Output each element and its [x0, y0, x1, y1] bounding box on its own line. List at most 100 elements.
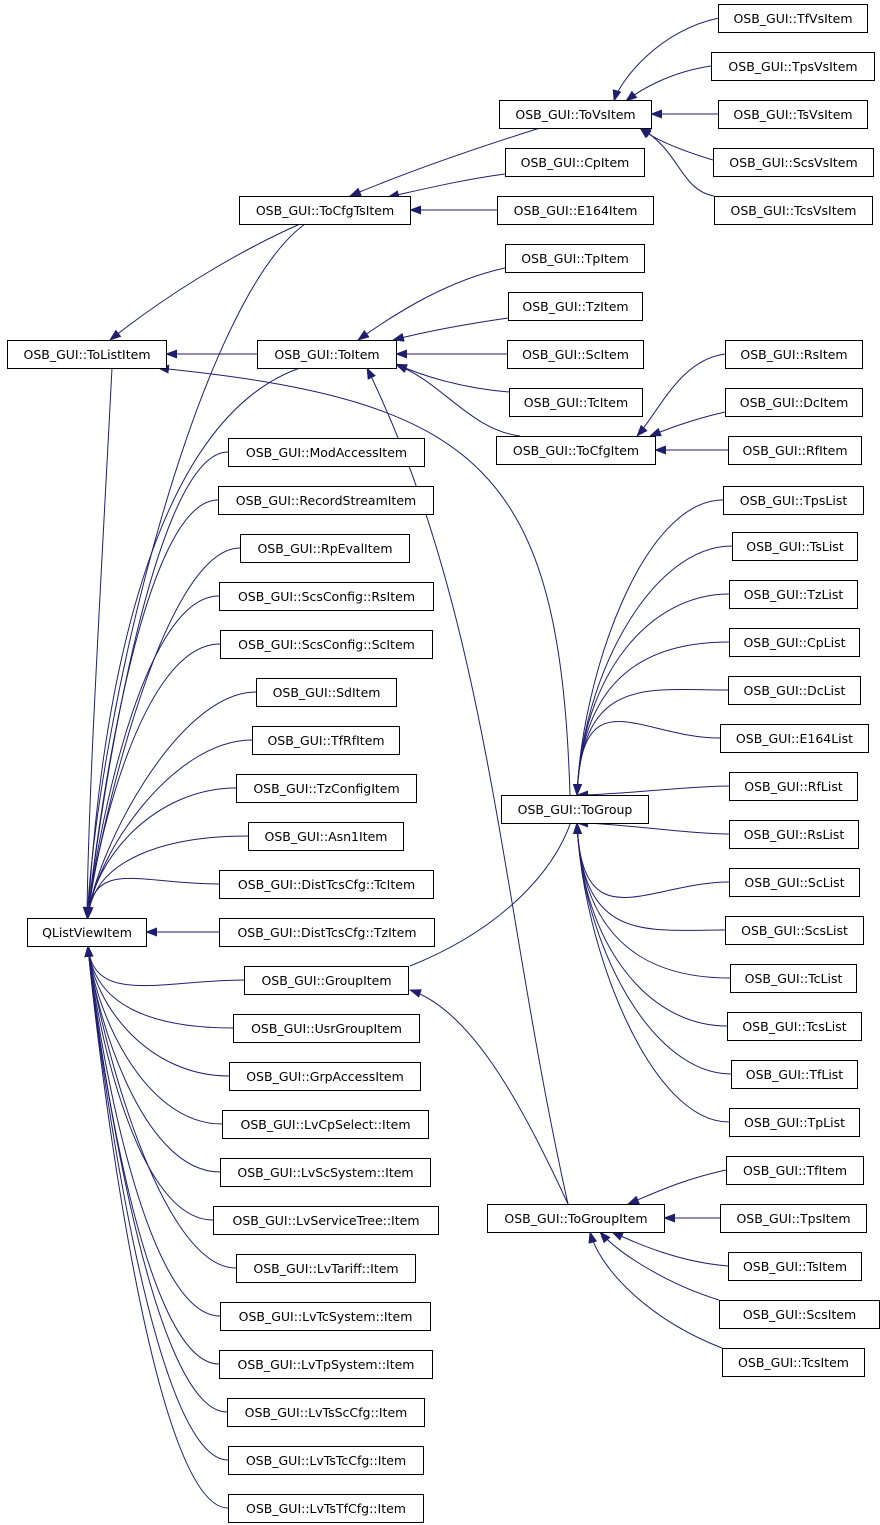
class-node[interactable]: OSB_GUI::DistTcsCfg::TcItem: [219, 870, 434, 899]
class-node-label: OSB_GUI::ScItem: [522, 347, 629, 362]
class-node-label: OSB_GUI::ScsVsItem: [729, 155, 857, 170]
class-node-box: [732, 532, 858, 561]
class-node[interactable]: OSB_GUI::ToCfgItem: [496, 436, 656, 465]
class-node[interactable]: OSB_GUI::RfList: [729, 772, 858, 801]
class-node[interactable]: OSB_GUI::ToGroupItem: [487, 1204, 665, 1233]
class-node-label: OSB_GUI::TzItem: [522, 299, 628, 314]
inheritance-edge: [639, 127, 714, 161]
class-node[interactable]: OSB_GUI::TfVsItem: [718, 4, 868, 33]
class-node[interactable]: OSB_GUI::TsList: [732, 532, 858, 561]
node-layer: OSB_GUI::TfVsItemOSB_GUI::TpsVsItemOSB_G…: [7, 4, 880, 1523]
class-node-box: [487, 1204, 665, 1233]
class-node[interactable]: OSB_GUI::Asn1Item: [248, 822, 404, 851]
class-node[interactable]: OSB_GUI::ToItem: [257, 340, 397, 369]
class-node[interactable]: OSB_GUI::LvTcSystem::Item: [220, 1302, 431, 1331]
inheritance-edge: [649, 411, 726, 437]
class-node[interactable]: OSB_GUI::TsVsItem: [718, 100, 868, 129]
class-node[interactable]: OSB_GUI::LvScSystem::Item: [220, 1158, 431, 1187]
class-node[interactable]: OSB_GUI::TsItem: [728, 1252, 862, 1281]
class-node-label: OSB_GUI::LvServiceTree::Item: [232, 1213, 419, 1228]
class-node-box: [714, 196, 873, 225]
class-node-box: [720, 724, 869, 753]
class-node[interactable]: OSB_GUI::ToListItem: [7, 340, 167, 369]
class-node[interactable]: OSB_GUI::DcItem: [725, 388, 863, 417]
class-node-label: OSB_GUI::TsList: [746, 539, 844, 554]
inheritance-edge: [572, 593, 730, 796]
class-node[interactable]: OSB_GUI::RsItem: [725, 340, 863, 369]
class-node[interactable]: OSB_GUI::LvTsTfCfg::Item: [228, 1494, 424, 1523]
class-node[interactable]: OSB_GUI::LvCpSelect::Item: [222, 1110, 429, 1139]
class-node-label: OSB_GUI::ToVsItem: [515, 107, 635, 122]
class-node[interactable]: OSB_GUI::LvServiceTree::Item: [213, 1206, 439, 1235]
class-node[interactable]: OSB_GUI::ModAccessItem: [228, 438, 425, 467]
class-node-box: [729, 820, 859, 849]
class-node-box: [729, 772, 858, 801]
class-node[interactable]: OSB_GUI::ScList: [729, 868, 860, 897]
class-node[interactable]: OSB_GUI::RsList: [729, 820, 859, 849]
class-node[interactable]: OSB_GUI::TcsVsItem: [714, 196, 873, 225]
class-node[interactable]: OSB_GUI::ScsItem: [719, 1300, 880, 1329]
class-node[interactable]: OSB_GUI::TpsItem: [720, 1204, 867, 1233]
inheritance-edge: [109, 223, 301, 341]
class-node[interactable]: OSB_GUI::LvTsTcCfg::Item: [228, 1446, 424, 1475]
class-node[interactable]: OSB_GUI::ScsConfig::RsItem: [219, 582, 434, 611]
class-node[interactable]: OSB_GUI::TzConfigItem: [236, 774, 417, 803]
class-node[interactable]: OSB_GUI::TzList: [729, 580, 858, 609]
inheritance-edge: [572, 822, 730, 1123]
class-node[interactable]: QListViewItem: [27, 918, 147, 947]
class-node[interactable]: OSB_GUI::TpsList: [723, 486, 864, 515]
inheritance-edge: [395, 363, 510, 393]
class-node-box: [729, 580, 858, 609]
class-node-label: OSB_GUI::ToGroupItem: [504, 1211, 647, 1226]
class-node[interactable]: OSB_GUI::TfItem: [726, 1156, 864, 1185]
class-node[interactable]: OSB_GUI::TzItem: [508, 292, 643, 321]
class-node-label: OSB_GUI::LvTpSystem::Item: [238, 1357, 415, 1372]
class-node[interactable]: OSB_GUI::TcList: [730, 964, 857, 993]
class-node-label: OSB_GUI::LvTariff::Item: [253, 1261, 398, 1276]
class-node[interactable]: OSB_GUI::RfItem: [728, 436, 862, 465]
class-node[interactable]: OSB_GUI::TcsItem: [722, 1348, 865, 1377]
class-node[interactable]: OSB_GUI::ToGroup: [501, 795, 649, 824]
class-node[interactable]: OSB_GUI::UsrGroupItem: [233, 1014, 420, 1043]
class-node[interactable]: OSB_GUI::LvTariff::Item: [236, 1254, 416, 1283]
class-node-box: [713, 148, 874, 177]
class-node[interactable]: OSB_GUI::ScsList: [725, 916, 864, 945]
class-node[interactable]: OSB_GUI::TpItem: [505, 244, 645, 273]
class-node-box: [729, 628, 860, 657]
class-node[interactable]: OSB_GUI::E164Item: [497, 196, 654, 225]
class-node[interactable]: OSB_GUI::DistTcsCfg::TzItem: [219, 918, 435, 947]
class-node[interactable]: OSB_GUI::ToCfgTsItem: [239, 196, 411, 225]
inheritance-edge: [409, 807, 577, 967]
class-node-box: [497, 196, 654, 225]
class-node[interactable]: OSB_GUI::TcItem: [509, 388, 643, 417]
class-node[interactable]: OSB_GUI::LvTpSystem::Item: [219, 1350, 433, 1379]
class-node-box: [727, 1012, 862, 1041]
class-node[interactable]: OSB_GUI::ToVsItem: [499, 100, 652, 129]
class-node-label: OSB_GUI::TpsVsItem: [728, 59, 857, 74]
class-node[interactable]: OSB_GUI::DcList: [728, 676, 861, 705]
class-node[interactable]: OSB_GUI::TpsVsItem: [711, 52, 875, 81]
class-node-box: [7, 340, 167, 369]
class-node[interactable]: OSB_GUI::E164List: [720, 724, 869, 753]
inheritance-edge: [636, 353, 726, 437]
class-node[interactable]: OSB_GUI::ScItem: [507, 340, 644, 369]
class-node[interactable]: OSB_GUI::TpList: [729, 1108, 860, 1137]
class-node-label: OSB_GUI::RecordStreamItem: [236, 493, 416, 508]
class-node[interactable]: OSB_GUI::RecordStreamItem: [218, 486, 434, 515]
class-node-label: OSB_GUI::UsrGroupItem: [251, 1021, 402, 1036]
class-node[interactable]: OSB_GUI::CpList: [729, 628, 860, 657]
class-node[interactable]: OSB_GUI::ScsVsItem: [713, 148, 874, 177]
class-node-box: [718, 4, 868, 33]
class-node[interactable]: OSB_GUI::GrpAccessItem: [229, 1062, 421, 1091]
class-node[interactable]: OSB_GUI::TfRfItem: [252, 726, 400, 755]
class-node[interactable]: OSB_GUI::TcsList: [727, 1012, 862, 1041]
class-node[interactable]: OSB_GUI::ScsConfig::ScItem: [220, 630, 433, 659]
class-node[interactable]: OSB_GUI::TfList: [731, 1060, 858, 1089]
inheritance-edge: [572, 822, 732, 1075]
class-node[interactable]: OSB_GUI::RpEvalItem: [240, 534, 410, 563]
class-node[interactable]: OSB_GUI::GroupItem: [244, 966, 409, 995]
class-node[interactable]: OSB_GUI::LvTsScCfg::Item: [227, 1398, 425, 1427]
class-node[interactable]: OSB_GUI::SdItem: [256, 678, 397, 707]
class-node[interactable]: OSB_GUI::CpItem: [505, 148, 645, 177]
class-node-box: [726, 1156, 864, 1185]
